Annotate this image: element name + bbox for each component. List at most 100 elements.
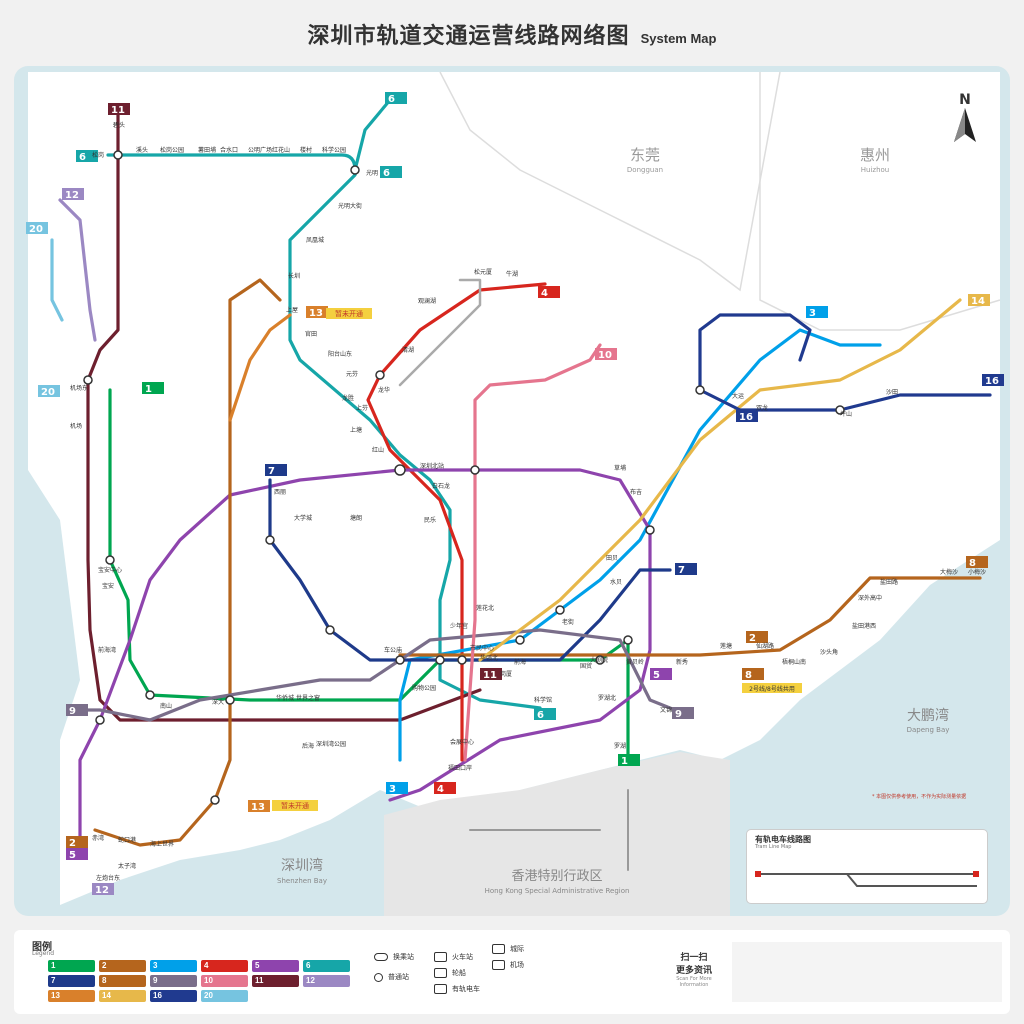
line-9-path[interactable] [78, 628, 682, 722]
line-badge-6[interactable]: 6 [76, 150, 98, 163]
line-badge-9[interactable]: 9 [66, 704, 88, 717]
station-label[interactable]: 文锦 [660, 706, 672, 714]
line-3-path[interactable] [398, 328, 882, 762]
station-label[interactable]: 薯田埔 [198, 146, 216, 154]
line-badge-5[interactable]: 5 [66, 848, 88, 861]
station-label[interactable]: 太子湾 [118, 862, 136, 870]
line-badge-2[interactable]: 2 [66, 836, 88, 849]
station-label[interactable]: 世界之窗 [296, 694, 320, 702]
station-label[interactable]: 深大 [212, 698, 224, 706]
station-label[interactable]: 仙湖路 [756, 642, 774, 650]
line-16-loop[interactable] [698, 313, 812, 392]
station-label[interactable]: 白石龙 [432, 482, 450, 490]
station-label[interactable]: 布吉 [630, 488, 642, 496]
station-label[interactable]: 松元厦 [474, 268, 492, 276]
station-label[interactable]: 阳台山东 [328, 350, 352, 358]
transfer-station[interactable] [595, 655, 605, 665]
line-20-path[interactable] [50, 238, 64, 322]
station-label[interactable]: 左炮台东 [96, 874, 120, 882]
station-label[interactable]: 购物公园 [412, 684, 436, 692]
station-label[interactable]: 大剧院 [590, 656, 608, 664]
line-badge-4[interactable]: 4 [538, 286, 560, 299]
station-label[interactable]: 市民中心 [470, 644, 494, 652]
line-badge-2[interactable]: 2 [746, 631, 768, 644]
station-label[interactable]: 西丽 [274, 489, 286, 496]
tram-map-inset[interactable]: 有轨电车线路图 Tram Line Map [746, 829, 988, 904]
station-label[interactable]: 官田 [305, 330, 317, 338]
station-label[interactable]: 蛇口港 [118, 836, 136, 844]
station-label[interactable]: 大运 [732, 392, 744, 400]
station-label[interactable]: 国贸 [580, 662, 592, 670]
transfer-station[interactable] [83, 375, 93, 385]
station-label[interactable]: 罗湖 [614, 742, 626, 750]
line-8-path[interactable] [398, 576, 982, 657]
station-label[interactable]: 坪山 [840, 410, 852, 418]
station-label[interactable]: 盐田路 [880, 578, 898, 586]
line-badge-7[interactable]: 7 [265, 464, 287, 477]
station-label[interactable]: 会展中心 [450, 738, 474, 746]
line-7-path[interactable] [268, 478, 672, 662]
system-map[interactable]: 东莞 Dongguan 惠州 Huizhou 大鹏湾 Dapeng Bay 深圳… [0, 0, 1024, 930]
station-label[interactable]: 红花山 [272, 146, 290, 154]
station-label[interactable]: 上屋 [286, 306, 298, 314]
station-label[interactable]: 楼村 [300, 146, 312, 154]
transfer-station[interactable] [113, 150, 123, 160]
transfer-station[interactable] [210, 795, 220, 805]
station-label[interactable]: 新秀 [676, 658, 688, 666]
line-11-path[interactable] [86, 113, 482, 722]
station-label[interactable]: 水贝 [610, 578, 622, 586]
transfer-station[interactable] [835, 405, 845, 415]
station-label[interactable]: 沙田 [886, 389, 898, 396]
station-label[interactable]: 深圳湾公园 [316, 740, 346, 748]
transfer-station[interactable] [265, 535, 275, 545]
station-label[interactable]: 小梅沙 [968, 568, 986, 576]
line-10-path[interactable] [463, 343, 602, 762]
station-label[interactable]: 机场东 [70, 384, 88, 392]
station-label[interactable]: 科学馆 [534, 696, 552, 704]
station-label[interactable]: 民乐 [424, 517, 436, 524]
station-label[interactable]: 宝安 [102, 582, 114, 590]
station-label[interactable]: 元芬 [346, 370, 358, 378]
line-badge-11[interactable]: 11 [108, 103, 130, 116]
transfer-station[interactable] [225, 695, 235, 705]
station-label[interactable]: 光明 [366, 169, 378, 177]
station-label[interactable]: 光明大街 [338, 202, 362, 210]
line-badge-12[interactable]: 12 [62, 188, 84, 201]
line-badge-13[interactable]: 13 [248, 800, 270, 813]
station-label[interactable]: 罗湖北 [598, 694, 616, 702]
transfer-station[interactable] [105, 555, 115, 565]
station-label[interactable]: 红山 [372, 446, 384, 454]
station-label[interactable]: 少年宫 [450, 622, 468, 630]
transfer-station[interactable] [623, 635, 633, 645]
station-label[interactable]: 车公庙 [384, 646, 402, 654]
line-5-path[interactable] [78, 468, 652, 852]
station-label[interactable]: 黄贝岭 [626, 658, 644, 666]
transfer-station[interactable] [145, 690, 155, 700]
transfer-station[interactable] [470, 465, 480, 475]
station-label[interactable]: 前海湾 [98, 646, 116, 654]
station-label[interactable]: 沙头角 [820, 648, 838, 656]
line-badge-14[interactable]: 14 [968, 294, 990, 307]
transfer-station[interactable] [325, 625, 335, 635]
station-label[interactable]: 塘朗 [350, 514, 362, 522]
line-badge-3[interactable]: 3 [806, 306, 828, 319]
station-label[interactable]: 后海 [302, 742, 314, 750]
station-label[interactable]: 凤凰城 [306, 237, 324, 244]
transfer-station[interactable] [555, 605, 565, 615]
line-badge-9[interactable]: 9 [672, 707, 694, 720]
station-label[interactable]: 草埔 [614, 464, 626, 472]
station-label[interactable]: 莲塘 [720, 642, 732, 650]
line-badge-11[interactable]: 11 [480, 668, 502, 681]
transfer-station[interactable] [645, 525, 655, 535]
transfer-station[interactable] [695, 385, 705, 395]
line-badge-16[interactable]: 16 [736, 410, 758, 423]
line-13-path[interactable] [228, 313, 292, 422]
station-label[interactable]: 老街 [562, 618, 574, 626]
line-2-path[interactable] [93, 278, 282, 847]
station-label[interactable]: 清湖 [402, 346, 414, 354]
station-label[interactable]: 牛湖 [506, 270, 518, 278]
line-14-path[interactable] [478, 298, 962, 662]
transfer-station[interactable] [394, 464, 406, 476]
hk-rail-path[interactable] [469, 789, 629, 871]
station-label[interactable]: 南山 [160, 702, 172, 710]
